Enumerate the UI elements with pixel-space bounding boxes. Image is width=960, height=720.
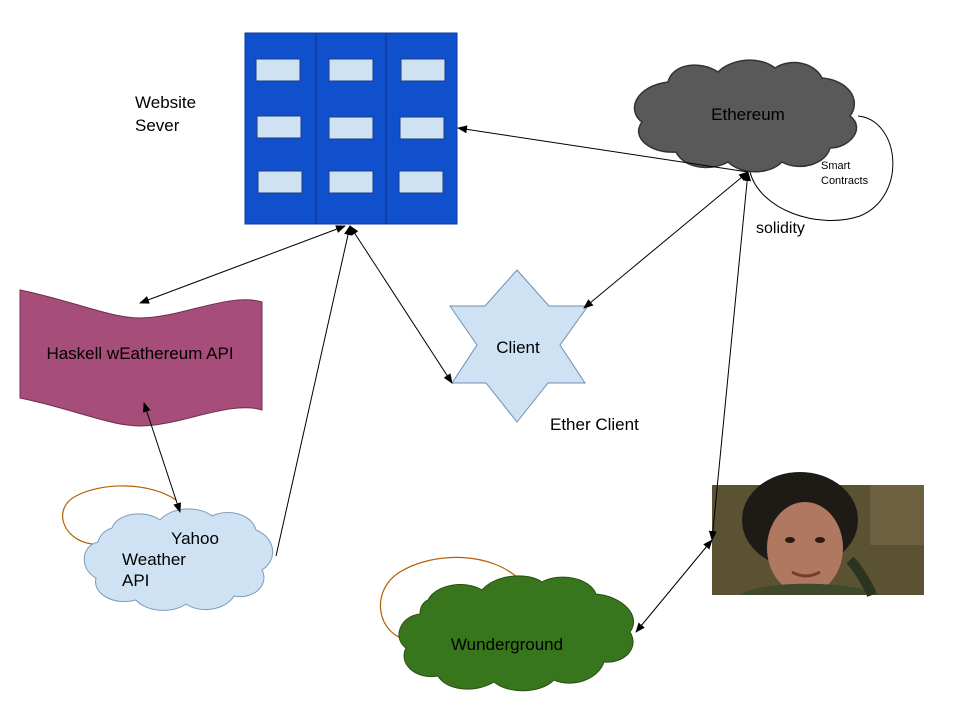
server-window — [328, 116, 374, 140]
connector-ethereum-client — [583, 171, 749, 309]
person-photo-icon — [712, 472, 924, 597]
smart-contracts-label: Smart — [821, 160, 850, 172]
website-server-label: Sever — [135, 116, 180, 135]
connector-photo-wunderground — [635, 539, 713, 633]
server-window — [399, 116, 445, 140]
smart-contracts-label: Contracts — [821, 175, 869, 187]
haskell-api-label: Haskell wEathereum API — [46, 344, 233, 363]
server-window — [328, 58, 374, 82]
website-server-node — [244, 32, 458, 225]
ethereum-cloud — [633, 59, 858, 173]
connector-ethereum-server — [457, 125, 749, 173]
connector-ethereum-photo — [708, 171, 752, 541]
server-window — [400, 58, 446, 82]
solidity-label: solidity — [756, 220, 805, 237]
connector-yahoo-server — [275, 225, 352, 557]
server-window — [398, 170, 444, 194]
ethereum-label: Ethereum — [711, 105, 785, 124]
ether-client-label: Ether Client — [550, 415, 639, 434]
connector-server-client — [349, 225, 453, 384]
haskell-api-banner — [19, 289, 263, 427]
website-server-label: Website — [135, 93, 196, 112]
smart-contracts-loop — [749, 115, 894, 221]
client-label: Client — [496, 338, 540, 357]
yahoo-label: Weather — [122, 550, 186, 569]
connector-server-haskell — [139, 225, 346, 304]
wunderground-loop — [379, 556, 523, 641]
yahoo-label: API — [122, 571, 149, 590]
connector-haskell-yahoo — [143, 402, 181, 513]
yahoo-label: Yahoo — [171, 529, 219, 548]
server-window — [256, 115, 302, 139]
server-window — [328, 170, 374, 194]
wunderground-label: Wunderground — [451, 635, 563, 654]
wunderground-cloud — [398, 575, 635, 692]
server-window — [255, 58, 301, 82]
yahoo-weather-cloud — [83, 508, 273, 611]
server-window — [257, 170, 303, 194]
